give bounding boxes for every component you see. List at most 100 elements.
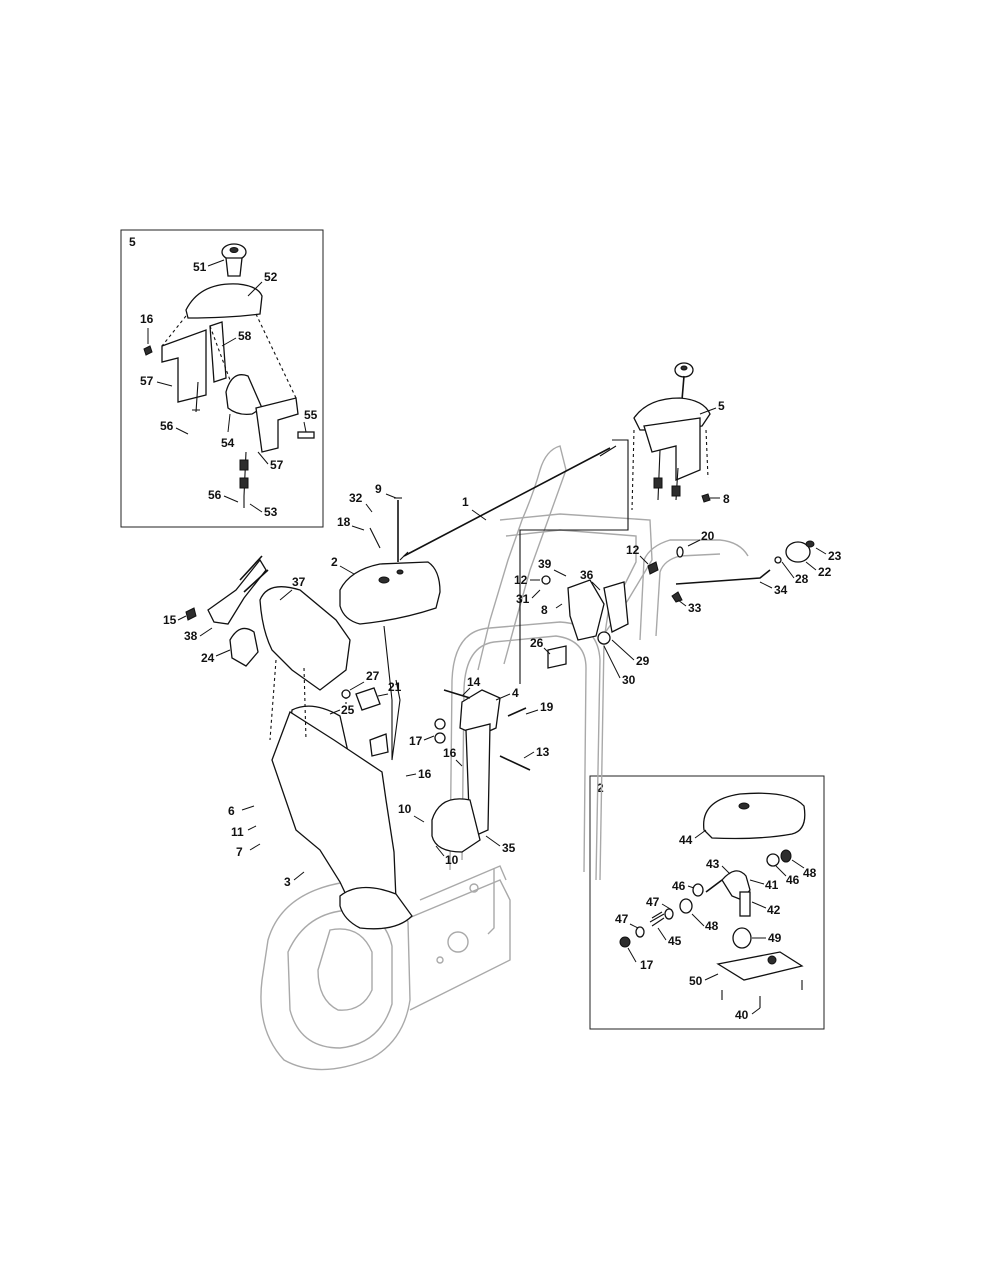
left-bracket — [161, 329, 207, 403]
callout-45: 45 — [668, 934, 682, 948]
callout-17: 17 — [640, 958, 654, 972]
callout-26: 26 — [530, 636, 544, 650]
cable-clip-2 — [239, 477, 249, 489]
callout-43: 43 — [706, 857, 720, 871]
callout-31: 31 — [516, 592, 530, 606]
callout-18: 18 — [337, 515, 351, 529]
washer-icon — [341, 689, 351, 699]
nut-icon — [619, 936, 631, 948]
callout-4: 4 — [512, 686, 519, 700]
shift-rod — [403, 447, 611, 557]
callout-21: 21 — [388, 680, 402, 694]
callout-57: 57 — [140, 374, 154, 388]
shift-lever — [209, 321, 227, 383]
callout-14: 14 — [467, 675, 481, 689]
callout-20: 20 — [701, 529, 715, 543]
right-bracket — [255, 397, 299, 453]
bushing-icon — [679, 898, 693, 914]
auger-housing — [260, 865, 511, 1071]
chute-clamp — [369, 733, 389, 757]
mount-plate — [716, 951, 804, 981]
callout-55: 55 — [304, 408, 318, 422]
callout-46: 46 — [786, 873, 800, 887]
washer-icon — [692, 883, 704, 897]
mount-boss — [767, 955, 777, 965]
callout-29: 29 — [636, 654, 650, 668]
callout-12: 12 — [626, 543, 640, 557]
right-handle-parts — [541, 540, 815, 669]
callout-30: 30 — [622, 673, 636, 687]
chute-cover — [339, 497, 441, 625]
callout-16: 16 — [443, 746, 457, 760]
callout-48: 48 — [803, 866, 817, 880]
callout-2: 2 — [331, 555, 338, 569]
callout-15: 15 — [163, 613, 177, 627]
screw-icons — [721, 980, 803, 1008]
callout-7: 7 — [236, 845, 243, 859]
callout-11: 11 — [231, 825, 244, 839]
callout-52: 52 — [264, 270, 278, 284]
worm-shaft — [705, 879, 723, 893]
callout-27: 27 — [366, 669, 380, 683]
callout-42: 42 — [767, 903, 781, 917]
callout-22: 22 — [818, 565, 832, 579]
spring-icon — [649, 911, 665, 927]
callout-50: 50 — [689, 974, 703, 988]
callout-57b: 57 — [270, 458, 284, 472]
washer-icon — [635, 926, 645, 938]
assembly-guide — [519, 439, 629, 684]
callout-48b: 48 — [705, 919, 719, 933]
callout-19: 19 — [540, 700, 554, 714]
chute-bracket — [355, 687, 381, 711]
callout-40: 40 — [735, 1008, 749, 1022]
callout-13: 13 — [536, 745, 550, 759]
callout-12b: 12 — [514, 573, 528, 587]
inset-5-label: 5 — [129, 235, 136, 249]
cable-clip — [239, 459, 249, 471]
callout-49: 49 — [768, 931, 782, 945]
callout-54: 54 — [221, 436, 235, 450]
shift-console — [631, 362, 711, 511]
callout-44: 44 — [679, 833, 693, 847]
callout-16b: 16 — [418, 767, 432, 781]
callout-51: 51 — [193, 260, 207, 274]
bolt-icon — [297, 431, 315, 439]
callout-8: 8 — [723, 492, 730, 506]
shift-cover — [185, 283, 263, 319]
discharge-chute — [269, 659, 413, 930]
assembly-lines — [161, 313, 297, 399]
callout-33: 33 — [688, 601, 702, 615]
nut-icon — [143, 345, 153, 356]
guide-line — [383, 625, 401, 761]
inset-5: 5 51 52 16 58 — [120, 229, 324, 528]
callout-38: 38 — [184, 629, 198, 643]
callout-56: 56 — [160, 419, 174, 433]
callout-16: 16 — [140, 312, 154, 326]
callout-34: 34 — [774, 583, 788, 597]
callout-47b: 47 — [615, 912, 629, 926]
nut-icon — [780, 849, 792, 863]
main-callouts: 1 2 3 4 5 6 7 8 8 9 10 10 11 12 — [163, 399, 842, 889]
inset-2-callouts: 44 43 41 46 48 46 47 42 48 47 45 49 17 — [615, 829, 817, 1022]
inset-2: 2 44 43 41 46 48 46 — [589, 775, 825, 1030]
inset-5-callouts: 51 52 16 58 57 55 56 54 57 56 53 — [140, 259, 318, 519]
callout-28: 28 — [795, 572, 809, 586]
chute-crank-cover — [703, 792, 806, 840]
deflector-control — [185, 555, 269, 667]
callout-37: 37 — [292, 575, 306, 589]
callout-41: 41 — [765, 878, 779, 892]
callout-10b: 10 — [445, 853, 459, 867]
cover-hole — [738, 802, 750, 810]
callout-23: 23 — [828, 549, 842, 563]
gear-sleeve — [732, 927, 752, 949]
callout-3: 3 — [284, 875, 291, 889]
chute-rotator — [431, 689, 531, 853]
callout-36: 36 — [580, 568, 594, 582]
callout-46b: 46 — [672, 879, 686, 893]
callout-53: 53 — [264, 505, 278, 519]
rod-ends — [399, 445, 617, 561]
handle-frame — [449, 445, 749, 881]
callout-5: 5 — [718, 399, 725, 413]
